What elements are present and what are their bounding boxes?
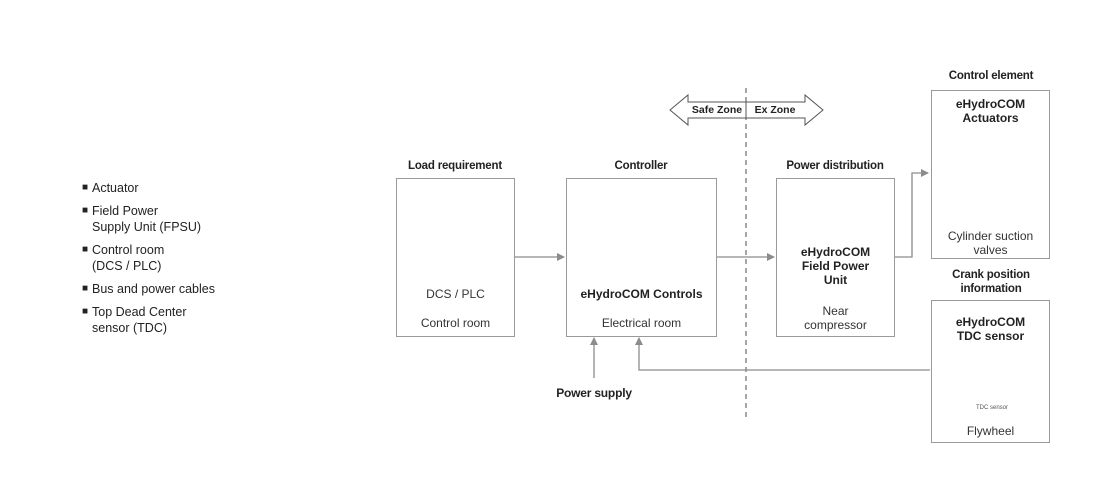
load-label: DCS / PLC	[426, 287, 485, 301]
controller-box: eHydroCOM Controls Electrical room	[566, 178, 717, 337]
power-supply-label: Power supply	[556, 386, 632, 400]
tdc-sensor-caption: TDC sensor	[975, 405, 1008, 411]
controller-label: eHydroCOM Controls	[580, 287, 703, 301]
actuators-label: eHydroCOM Actuators	[955, 97, 1026, 125]
power-header: Power distribution	[786, 160, 884, 172]
legend-item: ■Top Dead Center sensor (TDC)	[82, 305, 187, 335]
tdc-sensor-box: eHydroCOM TDC sensor TDC sensor Flywheel	[931, 300, 1050, 443]
actuators-sublabel: Cylinder suction valves	[947, 229, 1034, 257]
actuators-box: eHydroCOM Actuators Cylinder suction val…	[931, 90, 1050, 259]
load-requirement-box: DCS / PLC Control room	[396, 178, 515, 337]
ex-zone-label: Ex Zone	[754, 104, 796, 116]
actuators-header: Control element	[948, 70, 1034, 82]
tdc-sublabel: Flywheel	[966, 424, 1015, 438]
load-header: Load requirement	[408, 160, 502, 172]
connector-tdc-controller	[635, 337, 930, 371]
controller-sublabel: Electrical room	[601, 316, 682, 330]
tdc-header: Crank position information	[952, 269, 1030, 295]
power-label: eHydroCOM Field Power Unit	[800, 245, 871, 287]
connector-power-actuators	[894, 169, 929, 258]
controller-header: Controller	[614, 160, 668, 172]
power-sublabel: Near compressor	[804, 304, 867, 332]
tdc-label: eHydroCOM TDC sensor	[955, 315, 1026, 343]
legend-list: ■Actuator ■Field Power Supply Unit (FPSU…	[82, 180, 215, 343]
power-unit-box: eHydroCOM Field Power Unit Near compress…	[776, 178, 895, 337]
legend-item: ■Bus and power cables	[82, 282, 215, 296]
legend-item: ■Field Power Supply Unit (FPSU)	[82, 204, 202, 234]
legend-item: ■Control room (DCS / PLC)	[82, 243, 165, 273]
legend-item: ■Actuator	[82, 181, 139, 195]
safe-zone-label: Safe Zone	[691, 104, 743, 116]
load-sublabel: Control room	[420, 316, 491, 330]
